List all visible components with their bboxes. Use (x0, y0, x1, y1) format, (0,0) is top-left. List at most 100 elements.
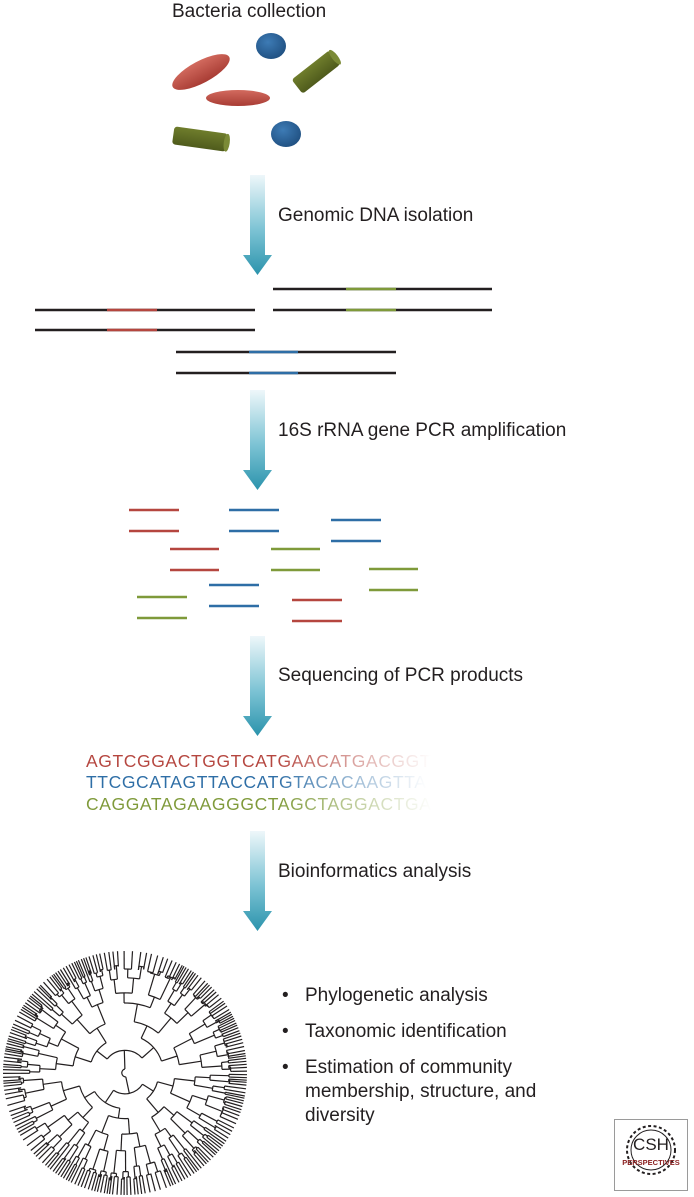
tree-branch (82, 1106, 93, 1118)
tree-branch (95, 954, 102, 973)
tree-branch (188, 1023, 206, 1035)
tree-branch (215, 1122, 218, 1124)
tree-branch (108, 1176, 113, 1195)
tree-branch (149, 996, 155, 1008)
tree-branch (199, 1138, 204, 1143)
tree-branch (29, 1022, 34, 1025)
tree-branch (109, 1172, 112, 1180)
tree-branch (224, 1103, 228, 1106)
tree-branch (120, 1133, 123, 1151)
tree-branch (121, 1068, 126, 1078)
tree-branch (211, 1005, 228, 1017)
tree-branch (16, 1121, 32, 1130)
tree-branch (43, 1081, 62, 1085)
tree-branch (185, 1148, 191, 1155)
tree-branch (167, 1000, 175, 1007)
tree-branch (83, 976, 88, 983)
tree-branch (183, 1158, 195, 1174)
tree-branch (96, 1004, 106, 1025)
tree-branch (163, 1144, 171, 1156)
tree-branch (115, 992, 133, 994)
blue-coccus (256, 33, 286, 59)
tree-branch (46, 1134, 58, 1145)
tree-branch (4, 1053, 23, 1058)
tree-branch (193, 1154, 205, 1167)
tree-branch (62, 1163, 73, 1179)
tree-branch (173, 1164, 183, 1182)
tree-branch (133, 1165, 140, 1167)
tree-branch (3, 1083, 22, 1087)
logo-perspectives-text: PERSPECTIVES (622, 1158, 680, 1167)
down-arrow (243, 175, 272, 275)
tree-branch (71, 982, 77, 990)
tree-branch (220, 1111, 239, 1120)
tree-branch (56, 993, 60, 998)
tree-branch (55, 1024, 66, 1033)
tree-branch (75, 1056, 92, 1063)
tree-branch (231, 1060, 247, 1064)
tree-branch (36, 1017, 54, 1030)
tree-branch (96, 1027, 107, 1044)
tree-branch (171, 1153, 178, 1164)
tree-branch (113, 979, 117, 994)
tree-branch (224, 1093, 229, 1096)
tree-branch (25, 1042, 36, 1047)
tree-branch (39, 984, 53, 998)
tree-branch (191, 1149, 196, 1154)
tree-branch (27, 1063, 41, 1067)
tree-branch (157, 1081, 174, 1087)
tree-branch (224, 1038, 243, 1045)
tree-branch (22, 1129, 39, 1141)
tree-branch (55, 1004, 64, 1013)
tree-branch (30, 1120, 34, 1123)
tree-branch (173, 994, 183, 1006)
tree-branch (189, 1153, 202, 1169)
tree-branch (26, 1111, 29, 1114)
tree-branch (206, 1136, 222, 1149)
amplicon-red (129, 508, 179, 533)
tree-branch (174, 965, 185, 983)
tree-branch (36, 988, 51, 1002)
tree-branch (41, 1149, 56, 1164)
tree-branch (193, 1153, 195, 1155)
tree-branch (19, 1127, 34, 1136)
tree-branch (191, 977, 202, 990)
tree-branch (208, 1095, 225, 1101)
tree-branch (116, 1176, 119, 1195)
tree-branch (152, 955, 159, 971)
tree-branch (5, 1046, 23, 1051)
tree-branch (68, 998, 76, 1005)
tree-branch (147, 953, 153, 972)
tree-branch (75, 1132, 86, 1146)
tree-branch (221, 1061, 229, 1064)
tree-branch (74, 978, 80, 988)
amplicon-red (170, 547, 219, 572)
tree-branch (91, 1172, 98, 1191)
tree-branch (212, 1085, 225, 1089)
tree-branch (203, 1128, 214, 1137)
tree-branch (81, 1121, 90, 1132)
tree-branch (99, 1170, 102, 1177)
tree-branch (53, 973, 65, 990)
tree-branch (213, 1016, 217, 1020)
tree-branch (184, 986, 187, 989)
tree-branch (100, 1178, 104, 1193)
tree-branch (167, 1156, 174, 1168)
tree-branch (230, 1049, 246, 1054)
tree-branch (196, 984, 210, 999)
tree-branch (49, 1000, 56, 1007)
tree-branch (224, 1088, 229, 1091)
tree-branch (167, 989, 175, 1002)
tree-branch (82, 981, 87, 985)
tree-branch (179, 987, 185, 994)
tree-branch (33, 1141, 48, 1155)
tree-branch (195, 995, 197, 997)
tree-branch (184, 997, 197, 1010)
tree-branch (190, 1003, 206, 1017)
tree-branch (186, 1095, 193, 1109)
tree-branch (110, 966, 112, 970)
tree-branch (225, 1096, 227, 1100)
tree-branch (8, 1035, 24, 1042)
down-arrow (243, 831, 272, 931)
tree-branch (145, 1164, 150, 1175)
